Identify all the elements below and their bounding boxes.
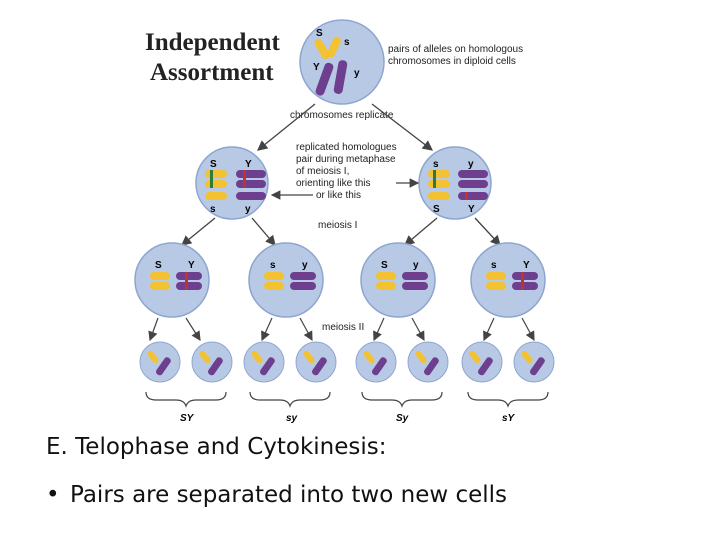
allele-label: S: [155, 260, 162, 271]
allele-label: y: [354, 68, 360, 79]
diagram-title-line1: Independent: [145, 29, 280, 56]
metaphase-note-line3: of meiosis I,: [296, 166, 349, 177]
diploid-cell-top: S s Y y: [299, 19, 385, 105]
independent-assortment-diagram: Independent Assortment S s Y y pairs of …: [134, 19, 555, 424]
allele-label: S: [316, 28, 323, 39]
metaphase-note-line2: pair during metaphase: [296, 154, 396, 165]
allele-label: s: [491, 260, 497, 271]
gamete-label: sy: [286, 413, 298, 424]
allele-label: s: [433, 159, 439, 170]
replicate-label: chromosomes replicate: [290, 110, 394, 121]
meiosis1-cell-3: S y: [360, 242, 436, 318]
allele-label: y: [413, 260, 419, 271]
bullet-text: Pairs are separated into two new cells: [70, 482, 508, 508]
allele-label: Y: [313, 62, 320, 73]
metaphase-note-line1: replicated homologues: [296, 142, 397, 153]
gamete-label: Sy: [396, 413, 409, 424]
metaphase-cell-left: S Y s y: [195, 146, 269, 220]
allele-label: Y: [245, 159, 252, 170]
metaphase-cell-right: s y S Y: [418, 146, 492, 220]
allele-label: Y: [188, 260, 195, 271]
meiosis1-cell-2: s y: [248, 242, 324, 318]
allele-label: Y: [468, 204, 475, 215]
diagram-title-line2: Assortment: [150, 59, 274, 86]
allele-label: S: [210, 159, 217, 170]
metaphase-note-line4: orienting like this: [296, 178, 370, 189]
allele-label: S: [381, 260, 388, 271]
meiosis1-cell-1: S Y: [134, 242, 210, 318]
bullet-icon: •: [46, 482, 60, 508]
bullet-item: • Pairs are separated into two new cells: [46, 482, 507, 508]
gamete-cells: [139, 341, 555, 383]
meiosis2-label: meiosis II: [322, 322, 364, 333]
top-note-line1: pairs of alleles on homologous: [388, 44, 523, 55]
allele-label: y: [468, 159, 474, 170]
allele-label: s: [210, 204, 216, 215]
allele-label: y: [302, 260, 308, 271]
meiosis1-cell-4: s Y: [470, 242, 546, 318]
top-note-line2: chromosomes in diploid cells: [388, 56, 516, 67]
allele-label: s: [270, 260, 276, 271]
gamete-label: SY: [180, 413, 195, 424]
allele-label: Y: [523, 260, 530, 271]
meiosis1-label: meiosis I: [318, 220, 357, 231]
gamete-label: sY: [502, 413, 516, 424]
allele-label: y: [245, 204, 251, 215]
allele-label: S: [433, 204, 440, 215]
section-heading: E. Telophase and Cytokinesis:: [46, 434, 387, 460]
metaphase-note-line5: or like this: [316, 190, 361, 201]
allele-label: s: [344, 37, 350, 48]
